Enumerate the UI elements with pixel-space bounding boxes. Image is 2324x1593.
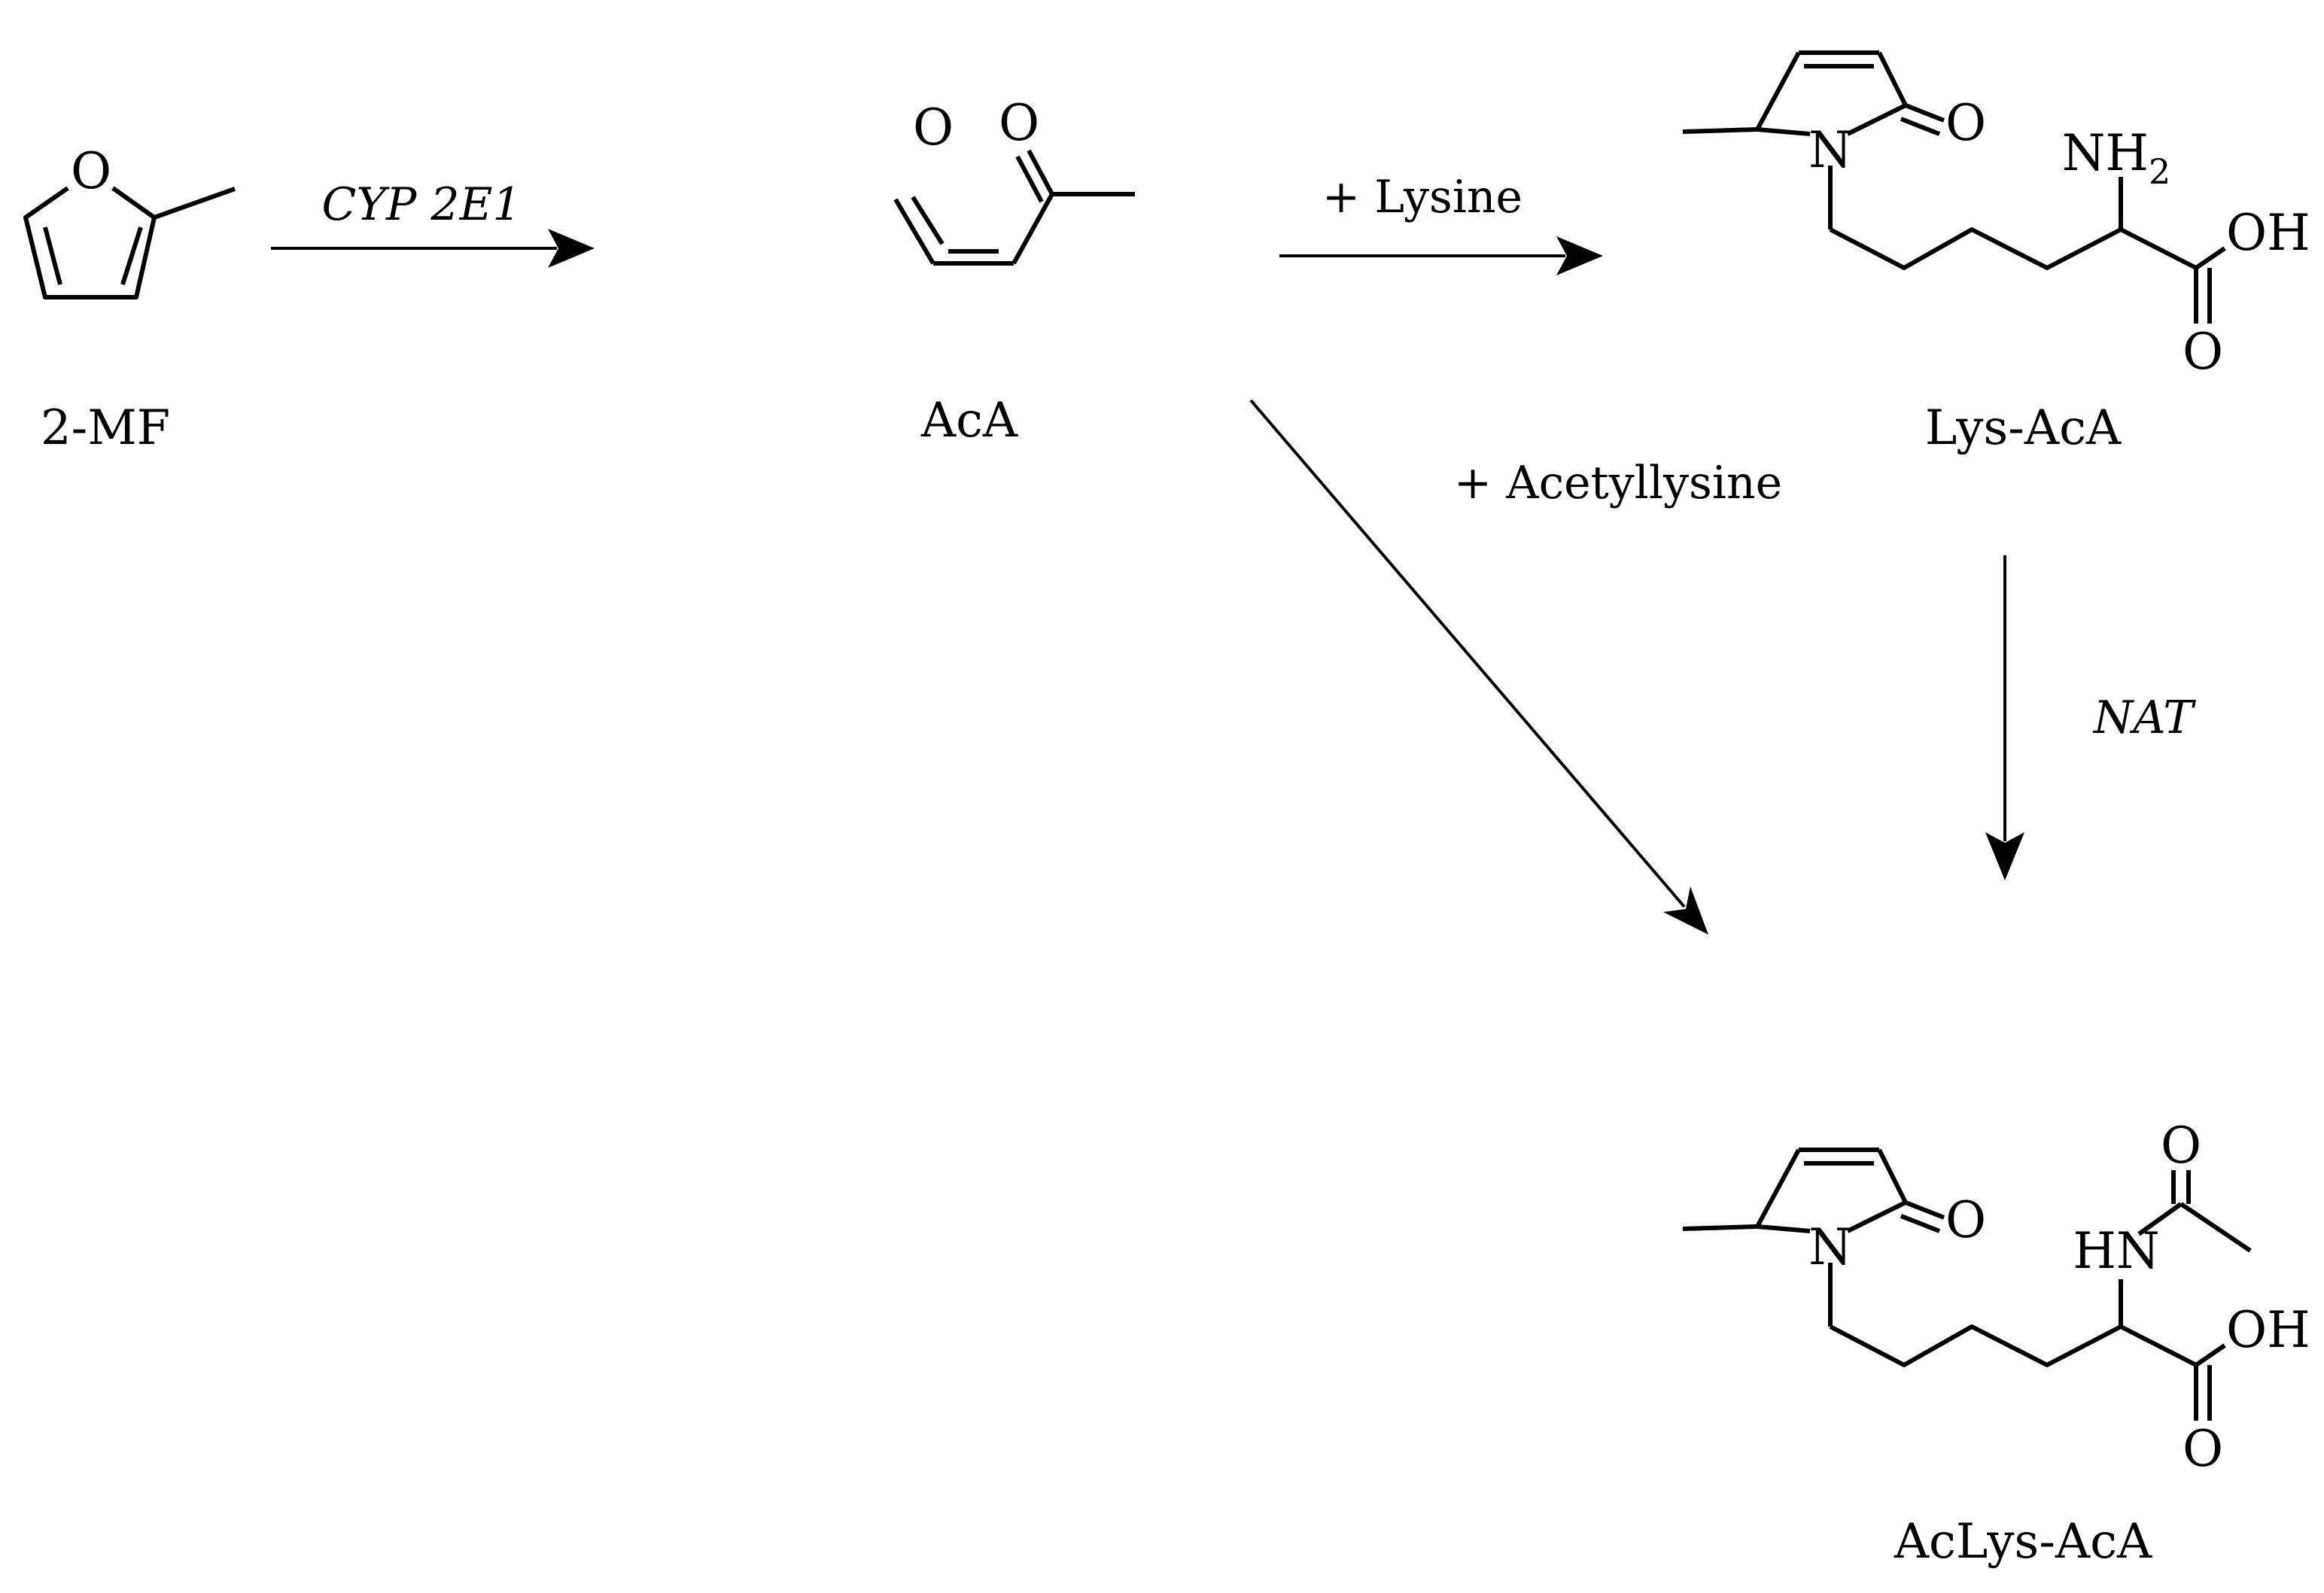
compound-aclys-aca: N O HN O OH O AcLys-AcA [1682, 1117, 2310, 1570]
atom-nitrogen: N [1808, 121, 1852, 179]
arrow-oxidation: CYP 2E1 [271, 178, 595, 268]
atom-oxygen-ketone: O [999, 94, 1039, 152]
atom-oxygen-aldehyde: O [913, 99, 954, 157]
atom-oxygen-lactam: O [1945, 1191, 1986, 1249]
compound-aca: O O AcA [893, 94, 1135, 448]
atom-hydroxyl: OH [2226, 204, 2310, 262]
compound-2-mf: O 2-MF [23, 142, 236, 456]
atom-hydroxyl: OH [2226, 1301, 2310, 1359]
label-aclys-aca: AcLys-AcA [1894, 1514, 2152, 1570]
compound-lys-aca: N O NH2 OH O Lys-AcA [1682, 50, 2310, 456]
atom-oxygen-carbonyl: O [2183, 1420, 2223, 1478]
label-reagent-lysine: + Lysine [1322, 171, 1522, 223]
arrow-acetyllysine-addition: + Acetyllysine [1249, 399, 1782, 935]
structure-aca: O O [893, 94, 1135, 266]
structure-aclys-aca: N O HN O OH O [1682, 1117, 2310, 1478]
atom-oxygen-carbonyl: O [2183, 323, 2223, 381]
atom-oxygen: O [71, 142, 111, 200]
atom-nitrogen: N [1808, 1218, 1852, 1276]
label-enzyme-cyp2e1: CYP 2E1 [321, 178, 521, 231]
label-aca: AcA [920, 393, 1018, 448]
structure-lys-aca: N O NH2 OH O [1682, 50, 2310, 381]
atom-amino: NH2 [2062, 124, 2171, 192]
structure-2-mf: O [23, 142, 236, 299]
label-2-mf: 2-MF [41, 400, 170, 456]
arrow-acetylation: NAT [1985, 555, 2196, 880]
label-lys-aca: Lys-AcA [1925, 400, 2122, 456]
atom-amide-nh: HN [2073, 1222, 2159, 1280]
arrow-lysine-addition: + Lysine [1279, 171, 1603, 275]
atom-oxygen-acetyl: O [2161, 1117, 2201, 1175]
label-reagent-acetyllysine: + Acetyllysine [1454, 457, 1782, 509]
label-enzyme-nat: NAT [2092, 692, 2197, 744]
atom-oxygen-lactam: O [1945, 94, 1986, 152]
